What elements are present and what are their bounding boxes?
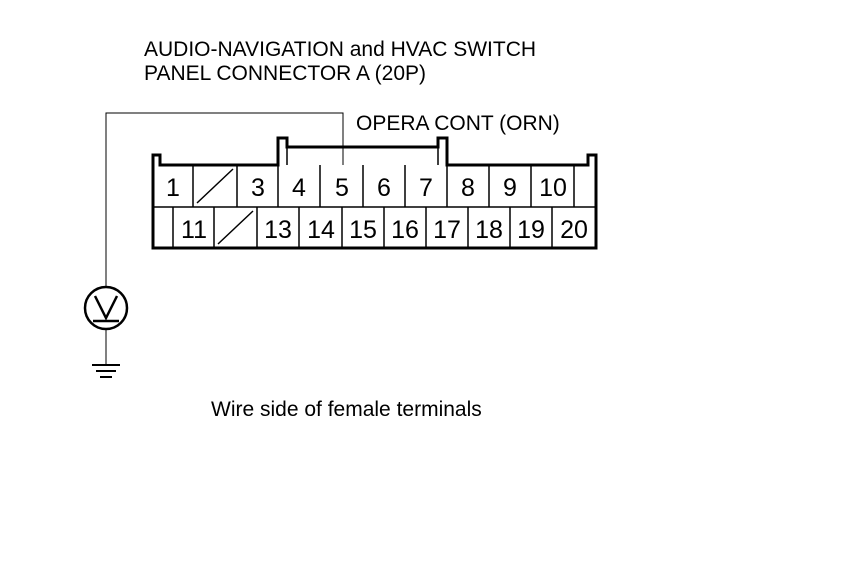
ground-icon [92, 329, 120, 378]
pin-11: 11 [181, 216, 207, 244]
pin-9: 9 [503, 174, 517, 202]
pin-4: 4 [292, 174, 306, 202]
unused-cavity-bottom [217, 210, 254, 245]
pin-14: 14 [307, 216, 335, 244]
pin-8: 8 [461, 174, 475, 202]
title-line-2: PANEL CONNECTOR A (20P) [144, 62, 426, 85]
pin-6: 6 [377, 174, 391, 202]
pin-7: 7 [419, 174, 433, 202]
probe-wire [105, 112, 344, 287]
bottom-row-dividers [172, 207, 553, 248]
pin-5: 5 [335, 174, 349, 202]
pin-1: 1 [166, 174, 180, 202]
pin-18: 18 [475, 216, 503, 244]
caption: Wire side of female terminals [211, 398, 482, 421]
pin-17: 17 [433, 216, 461, 244]
pin-13: 13 [264, 216, 292, 244]
top-row-pins: 1 3 4 5 6 7 8 9 10 [166, 174, 567, 202]
bottom-row-pins: 11 13 14 15 16 17 18 19 20 [181, 216, 588, 244]
pin-20: 20 [560, 216, 588, 244]
title-line-1: AUDIO-NAVIGATION and HVAC SWITCH [144, 38, 536, 61]
pin-16: 16 [391, 216, 419, 244]
callout-label: OPERA CONT (ORN) [356, 112, 560, 135]
pin-15: 15 [349, 216, 377, 244]
pin-10: 10 [539, 174, 567, 202]
connector-body [151, 136, 598, 250]
pin-3: 3 [251, 174, 265, 202]
unused-cavity-top [196, 168, 234, 204]
voltmeter-icon [83, 285, 129, 331]
top-row-dividers [192, 165, 575, 207]
pin-19: 19 [517, 216, 545, 244]
